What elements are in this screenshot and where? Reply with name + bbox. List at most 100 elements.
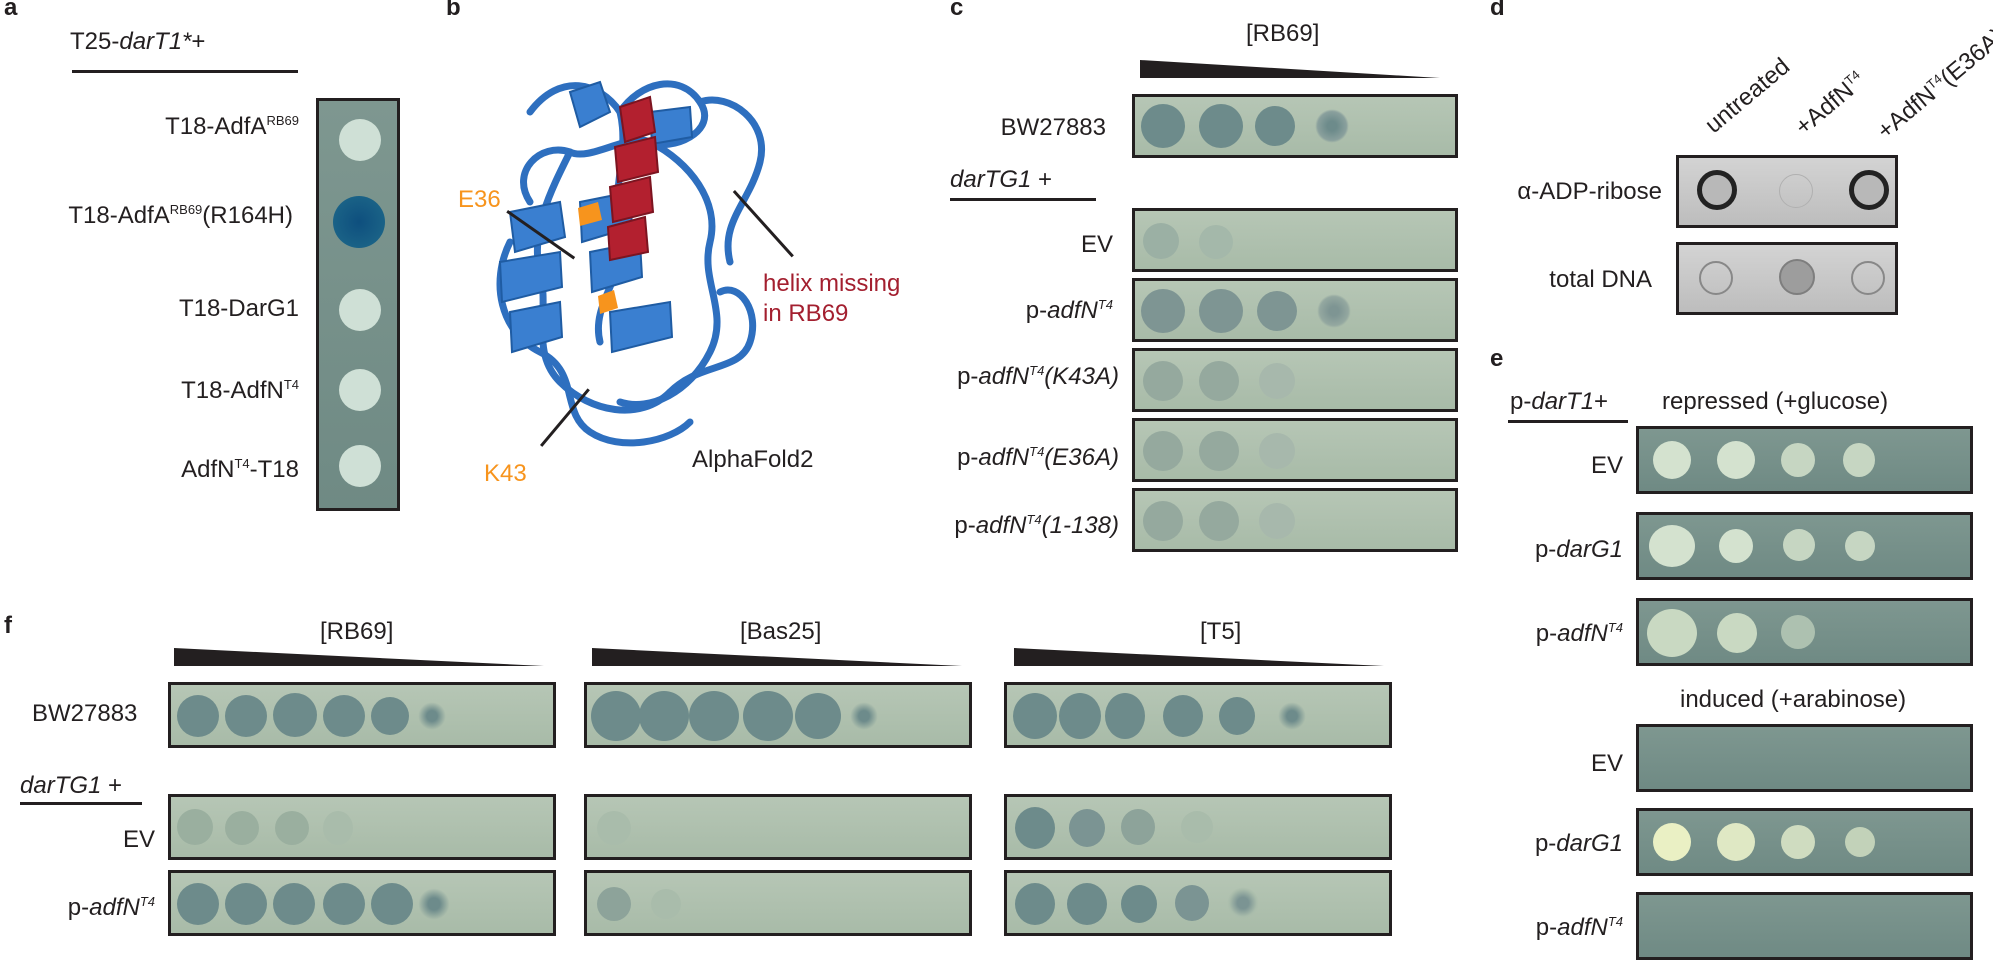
spot — [323, 695, 365, 737]
dot — [1697, 170, 1737, 210]
panel-f-strain: BW27883 — [32, 700, 138, 727]
spot — [1199, 431, 1239, 471]
panel-d-row-label: total DNA — [1549, 266, 1652, 293]
spot — [333, 196, 385, 248]
panel-e-plate — [1636, 426, 1973, 494]
spot — [743, 691, 793, 741]
spot — [1259, 433, 1295, 469]
label-helix-line2: in RB69 — [763, 300, 849, 327]
panel-label-d: d — [1490, 0, 1505, 21]
spot — [1175, 885, 1209, 921]
spot — [1647, 609, 1697, 657]
panel-e-row-label: p-adfNT4 — [1535, 620, 1623, 647]
spot — [417, 701, 447, 731]
spot — [1649, 525, 1695, 567]
spot — [177, 809, 213, 845]
panel-f-row-label: p-adfNT4 — [67, 894, 155, 921]
dilution-wedge — [1014, 648, 1384, 666]
panel-c-row-label: p-adfNT4(K43A) — [957, 363, 1119, 390]
panel-d-col-label: untreated — [1700, 52, 1796, 139]
panel-label-b: b — [446, 0, 461, 21]
panel-e-repressed: repressed (+glucose) — [1662, 388, 1889, 415]
dot — [1779, 259, 1815, 295]
spot — [1121, 885, 1157, 923]
spot — [1843, 443, 1875, 477]
spot — [323, 811, 353, 845]
panel-label-a: a — [4, 0, 18, 21]
panel-d-col-label: +AdfNT4(E36A) — [1872, 22, 1993, 145]
panel-c-phage: [RB69] — [1246, 20, 1320, 47]
panel-e-induced: induced (+arabinose) — [1680, 686, 1907, 713]
panel-c-group-rule — [950, 198, 1096, 201]
panel-f-plate — [584, 870, 972, 936]
spot — [339, 369, 381, 411]
spot — [1199, 289, 1243, 333]
spot — [639, 691, 689, 741]
spot — [1717, 823, 1755, 861]
spot — [1781, 825, 1815, 859]
spot — [1143, 361, 1183, 401]
spot — [1069, 809, 1105, 847]
panel-e-row-label: p-adfNT4 — [1535, 914, 1623, 941]
panel-a-row-label: T18-AdfNT4 — [181, 377, 299, 404]
panel-e-row-label: EV — [1590, 750, 1623, 777]
spot — [417, 887, 451, 921]
spot — [591, 691, 641, 741]
spot — [339, 119, 381, 161]
spot — [1317, 294, 1351, 328]
protein-structure — [496, 80, 765, 447]
panel-f-plate — [168, 682, 556, 748]
spot — [849, 701, 879, 731]
panel-c-plate — [1132, 418, 1458, 482]
spot — [273, 883, 315, 925]
panel-c-plate — [1132, 348, 1458, 412]
spot — [1227, 887, 1259, 919]
panel-e-row-label: EV — [1590, 452, 1623, 479]
spot — [1015, 807, 1055, 849]
spot — [1059, 693, 1101, 739]
panel-f-plate — [168, 794, 556, 860]
panel-e-row-label: p-darG1 — [1534, 830, 1623, 857]
spot — [795, 693, 841, 739]
panel-e-plate — [1636, 598, 1973, 666]
panel-e-plate — [1636, 512, 1973, 580]
spot — [371, 697, 409, 735]
spot — [597, 811, 631, 845]
spot — [1259, 363, 1295, 399]
spot — [1199, 501, 1239, 541]
spot — [1199, 225, 1233, 259]
spot — [1105, 693, 1145, 739]
panel-e-plate — [1636, 724, 1973, 792]
panel-label-f: f — [4, 612, 12, 639]
panel-a-row-label: T18-DarG1 — [178, 295, 299, 322]
panel-a-row-label: T18-AdfARB69 — [165, 113, 299, 140]
spot — [1143, 223, 1179, 259]
panel-a-plate — [316, 98, 400, 511]
panel-c-plate — [1132, 94, 1458, 158]
spot — [339, 445, 381, 487]
panel-e-plate — [1636, 892, 1973, 960]
panel-f-plate — [584, 682, 972, 748]
spot — [225, 811, 259, 845]
label-e36: E36 — [458, 186, 501, 213]
spot — [339, 289, 381, 331]
panel-a-header: T25-darT1*+ — [70, 28, 206, 55]
panel-c-row-label: p-adfNT4 — [1025, 297, 1113, 324]
spot — [1717, 613, 1757, 653]
spot — [1717, 441, 1755, 479]
spot — [177, 695, 219, 737]
panel-d-blot — [1676, 155, 1898, 228]
panel-d-blot — [1676, 242, 1898, 315]
panel-e-plate — [1636, 808, 1973, 876]
spot — [1781, 443, 1815, 477]
spot — [1315, 109, 1349, 143]
panel-label-e: e — [1490, 345, 1504, 372]
panel-f-group: darTG1 + — [20, 772, 123, 799]
dilution-wedge — [174, 648, 544, 666]
panel-f-plate — [1004, 870, 1392, 936]
dot — [1849, 170, 1889, 210]
panel-a-header-rule — [72, 70, 298, 73]
panel-c-row-label: EV — [1080, 231, 1113, 258]
spot — [1199, 361, 1239, 401]
panel-f-plate — [584, 794, 972, 860]
